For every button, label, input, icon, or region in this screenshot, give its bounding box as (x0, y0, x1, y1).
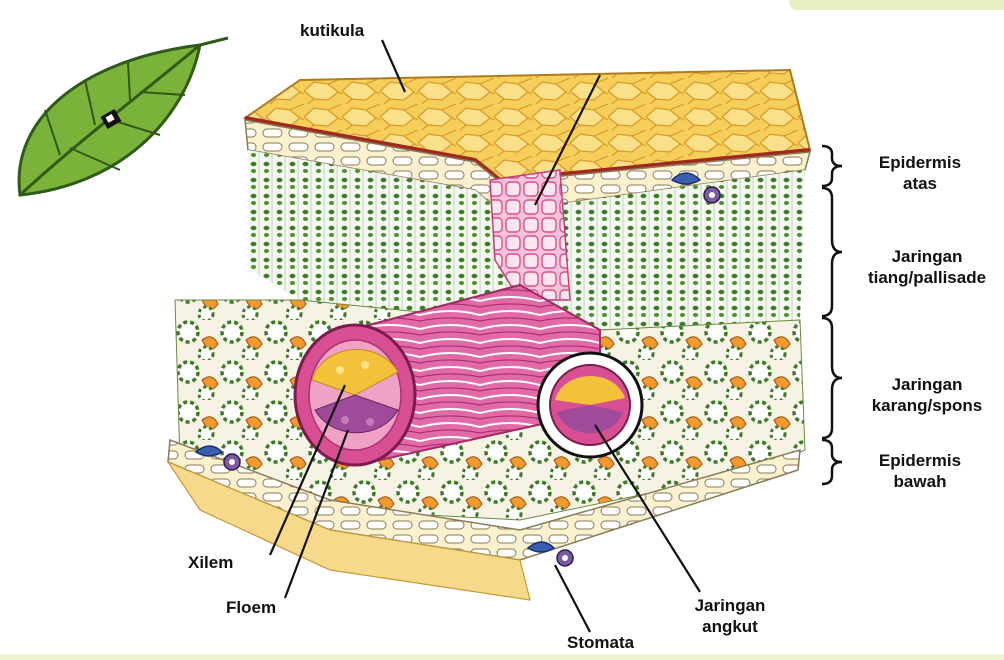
label-spons-line1: Jaringan (852, 374, 1002, 395)
label-floem: Floem (226, 597, 276, 618)
label-epidermis-atas: Epidermis atas (860, 152, 980, 194)
label-kutikula: kutikula (300, 20, 364, 41)
label-angkut-line1: Jaringan (675, 595, 785, 616)
brace-epidermis-atas (822, 146, 842, 186)
label-jaringan-spons: Jaringan karang/spons (852, 374, 1002, 416)
brace-palisade (822, 188, 842, 316)
label-stomata: Stomata (567, 632, 634, 653)
brace-spons (822, 318, 842, 438)
label-spons-line2: karang/spons (852, 395, 1002, 416)
label-palisade-line1: Jaringan (852, 246, 1002, 267)
label-epidermis-bawah-line2: bawah (860, 471, 980, 492)
label-angkut-line2: angkut (675, 616, 785, 637)
label-epidermis-atas-line2: atas (860, 173, 980, 194)
label-epidermis-atas-line1: Epidermis (860, 152, 980, 173)
transport-tissue-magnified (538, 353, 642, 457)
label-epidermis-bawah: Epidermis bawah (860, 450, 980, 492)
label-xilem: Xilem (188, 552, 233, 573)
leaf-icon (19, 38, 228, 195)
label-epidermis-bawah-line1: Epidermis (860, 450, 980, 471)
layer-braces (822, 146, 842, 484)
leader-stomata (555, 565, 590, 632)
label-palisade-line2: tiang/pallisade (852, 267, 1002, 288)
label-jaringan-palisade: Jaringan tiang/pallisade (852, 246, 1002, 288)
label-jaringan-angkut: Jaringan angkut (675, 595, 785, 637)
brace-epidermis-bawah (822, 440, 842, 484)
bottom-accent-bar (0, 654, 1004, 660)
